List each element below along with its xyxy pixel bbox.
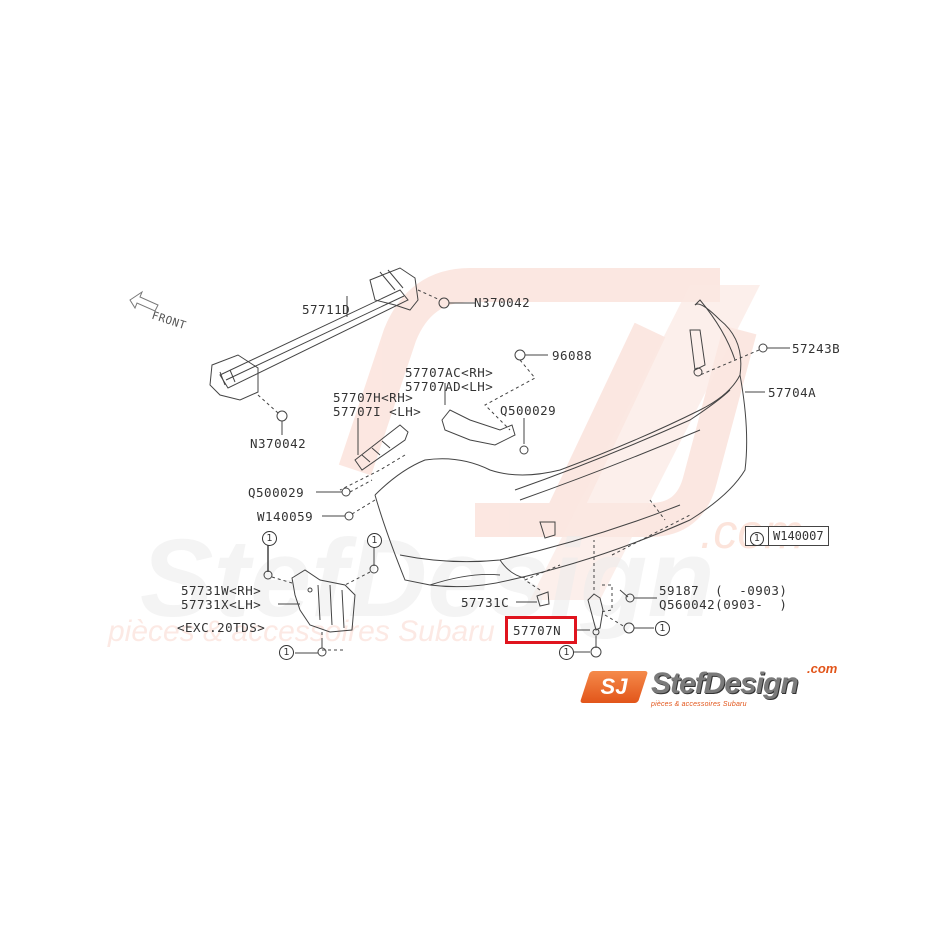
label-57243b: 57243B — [792, 341, 841, 356]
ref-marker-1: 1 — [655, 621, 670, 636]
rear-beam-part — [209, 267, 419, 401]
logo-tagline: pièces & accessoires Subaru — [651, 701, 747, 708]
ref-marker-1: 1 — [559, 645, 574, 660]
rear-bumper-part — [374, 299, 748, 588]
label-57731c: 57731C — [461, 595, 510, 610]
label-57704a: 57704A — [768, 385, 817, 400]
legend-callout: 1 W140007 — [745, 526, 829, 546]
label-57707ac: 57707AC<RH> — [405, 365, 494, 380]
label-w140059: W140059 — [257, 509, 314, 524]
legend-callout-code: W140007 — [773, 529, 824, 543]
watermark-tagline: pièces & accessoires Subaru — [108, 615, 495, 648]
label-96088: 96088 — [552, 348, 593, 363]
label-exc-note: <EXC.20TDS> — [177, 620, 266, 635]
mudguard-part — [291, 569, 356, 633]
ref-marker-1: 1 — [262, 531, 277, 546]
ref-marker-1: 1 — [750, 532, 764, 546]
label-q500029-right: Q500029 — [500, 403, 557, 418]
label-q560042: Q560042(0903- ) — [659, 597, 788, 612]
label-57707n: 57707N — [513, 623, 562, 638]
logo-badge-icon: SJ — [579, 671, 649, 703]
label-57707i: 57707I <LH> — [333, 404, 422, 419]
logo-name: StefDesign — [651, 667, 799, 700]
label-57707ad: 57707AD<LH> — [405, 379, 494, 394]
label-57731x: 57731X<LH> — [181, 597, 262, 612]
legend-callout-number: 1 — [746, 527, 769, 546]
front-arrow-icon — [129, 290, 159, 312]
logo-badge-text: SJ — [600, 674, 628, 699]
watermark-brand: StefDesign — [140, 517, 715, 640]
ref-marker-1: 1 — [279, 645, 294, 660]
label-57711d: 57711D — [302, 302, 351, 317]
label-n370042-top: N370042 — [474, 295, 531, 310]
label-57731w: 57731W<RH> — [181, 583, 262, 598]
label-q500029-left: Q500029 — [248, 485, 305, 500]
label-57707h: 57707H<RH> — [333, 390, 414, 405]
label-59187: 59187 ( -0903) — [659, 583, 788, 598]
bracket-57707n-part — [587, 593, 604, 636]
stefdesign-logo: SJ StefDesign .com pièces & accessoires … — [579, 661, 850, 715]
highlight-57707n[interactable] — [505, 616, 577, 644]
logo-domain: .com — [807, 661, 838, 676]
label-n370042-bottom: N370042 — [250, 436, 307, 451]
ref-marker-1: 1 — [367, 533, 382, 548]
